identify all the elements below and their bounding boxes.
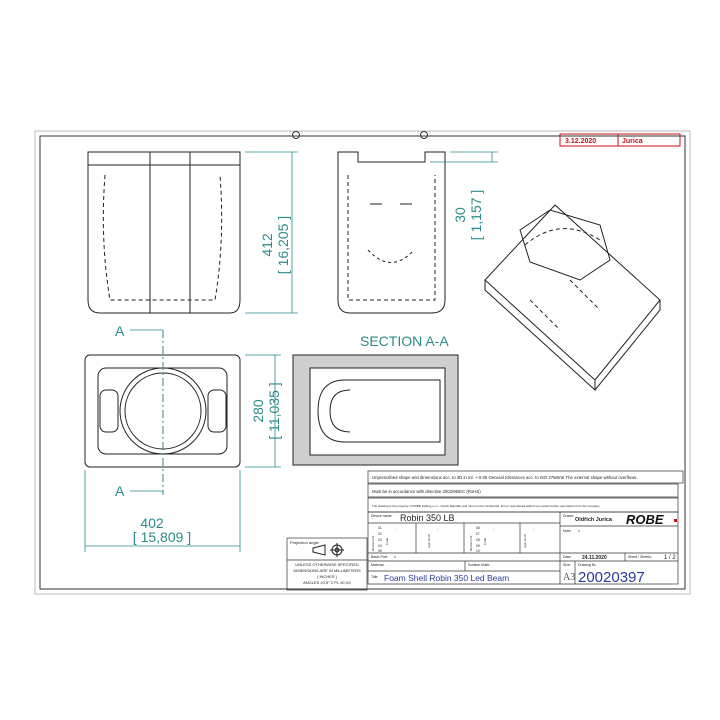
note-label: Note: (563, 529, 571, 533)
rev-09: 09 (476, 544, 480, 548)
top-view (84, 330, 241, 495)
section-title: SECTION A-A (360, 333, 449, 349)
appr-dash: - (437, 526, 439, 531)
dimension-lines (84, 151, 498, 552)
rev-01: 01 (378, 526, 382, 530)
side-view (337, 151, 446, 314)
rev-07: 07 (476, 532, 480, 536)
projection-label: Projection angle (290, 540, 319, 545)
rev-04: 04 (378, 544, 382, 548)
date-label: Date: (563, 555, 571, 559)
front-height-in: [ 16,205 ] (275, 216, 291, 274)
section-view (292, 354, 459, 466)
code-label: Code (385, 537, 389, 545)
basic-part-label: Basic Part: (371, 555, 388, 559)
appr-dash-right: - (533, 526, 535, 531)
rev-10: 10 (476, 549, 480, 553)
projection-note-3: [ INCHES ] (317, 574, 337, 579)
basic-part: x (394, 555, 396, 559)
drawn-label: Drawn: (563, 514, 574, 518)
projection-note-1: UNLESS OTHERWISE SPECIFIED (295, 562, 359, 567)
isometric-view (484, 204, 661, 392)
drawing-number: 20020397 (578, 569, 645, 586)
code-label-right: Code (483, 537, 487, 545)
side-height-in: [ 1,157 ] (468, 190, 484, 241)
projection-box: Projection angle UNLESS OTHERWISE SPECIF… (286, 537, 368, 591)
drawing-title: Foam Shell Robin 350 Led Beam (384, 573, 509, 583)
rev-03: 03 (378, 538, 382, 542)
material-label: Material: (371, 563, 384, 567)
title-label: Title: (371, 575, 378, 579)
revision-nr-label: Revision Nr. (371, 535, 375, 551)
rev-08: 08 (476, 538, 480, 542)
sheet: 1 / 2 (664, 555, 676, 561)
top-depth-in: [ 11,035 ] (266, 382, 282, 439)
side-height-mm: 30 (452, 207, 468, 223)
revision-date: 3.12.2020 (565, 138, 596, 145)
rev-dash-right: - (493, 526, 495, 531)
width-mm: 402 (140, 515, 164, 531)
front-view (87, 151, 241, 314)
drawn-by: Oldřich Jurica (575, 517, 613, 523)
projection-note-2: DIMENSIONS ARE IN MILLIMETERS (293, 568, 361, 573)
section-marker-top: A (115, 323, 125, 339)
projection-note-4: ANGLES ±0,5° 2 PL ±0,XX (303, 580, 351, 585)
top-depth-mm: 280 (250, 399, 266, 423)
section-marker-bottom: A (115, 483, 125, 499)
rev-05: 05 (378, 549, 382, 553)
rev-dash: - (395, 526, 397, 531)
note-tolerances: Unprescribed shape and dimensions acc. t… (372, 475, 638, 480)
note-rohs: Must be in accordance with directive 200… (372, 489, 481, 494)
note-value: x (578, 529, 580, 533)
rev-06: 06 (476, 526, 480, 530)
device-name-label: Device name: (371, 514, 392, 518)
revision-author: Jurica (622, 138, 643, 145)
drawing-frame (34, 130, 691, 595)
size: A3 (563, 572, 575, 583)
revision-nr-label-right: Revision Nr. (469, 535, 473, 551)
robe-logo-dot (674, 519, 677, 522)
revision-box: 3.12.2020 Jurica (559, 133, 681, 147)
projection-cone-icon (312, 544, 326, 556)
revision-numbers: 01 02 03 04 05 06 07 08 09 10 - - - - (378, 526, 535, 553)
drawing-no-label: Drawing Nr.: (578, 563, 597, 567)
front-height-mm: 412 (259, 233, 275, 257)
sheet-label: Sheet / Sheets: (628, 555, 652, 559)
approved-label-right: Appr.word (523, 534, 527, 548)
width-in: [ 15,809 ] (133, 529, 191, 545)
surface-label: Surface finish: (468, 563, 490, 567)
device-name: Robin 350 LB (400, 513, 455, 523)
rev-02: 02 (378, 532, 382, 536)
title-block (367, 470, 684, 585)
size-label: Size: (563, 563, 571, 567)
note-property: The drawing is the property of ROBE ligh… (372, 504, 600, 508)
approved-label: Appr.word (427, 534, 431, 548)
date: 24.11.2020 (582, 555, 607, 561)
robe-logo: ROBE (626, 512, 664, 527)
